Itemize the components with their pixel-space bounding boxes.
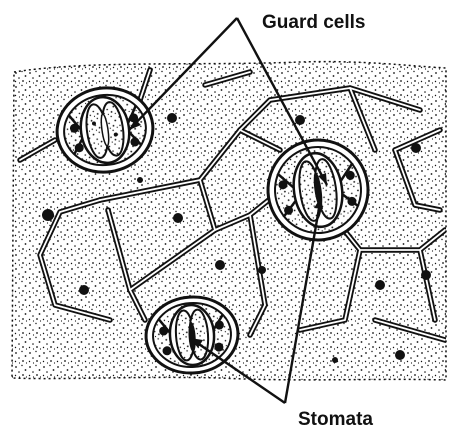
guard-cells-label: Guard cells <box>262 12 366 33</box>
stomata-label: Stomata <box>298 409 373 430</box>
epidermis-tissue <box>0 50 451 390</box>
